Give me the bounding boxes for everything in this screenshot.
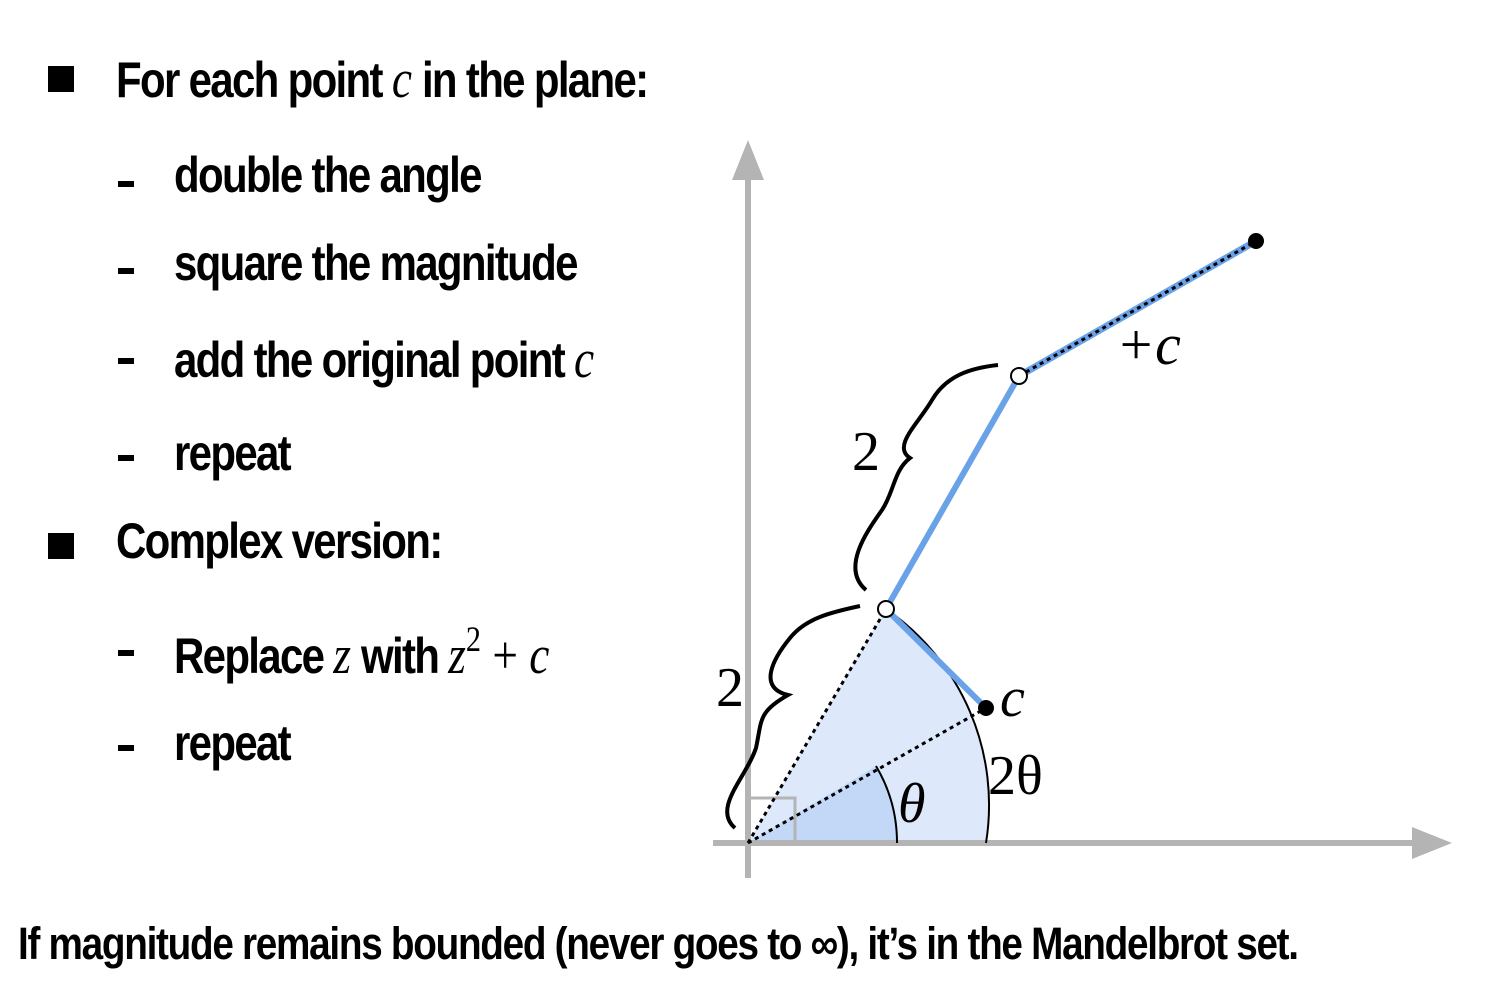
bullet-square-1 — [48, 66, 74, 92]
point-z-squared-1 — [877, 600, 895, 618]
bullet-square-2 — [48, 533, 74, 559]
angle-theta-wedge — [748, 766, 898, 843]
label-theta: θ — [898, 773, 926, 835]
radius-to-z-squared — [746, 608, 888, 844]
brace-lower-magnitude — [725, 604, 861, 830]
angle-2theta-arc — [885, 608, 991, 844]
segment-first-to-second — [883, 374, 1022, 611]
segment-plus-c-dotted — [1018, 239, 1257, 378]
label-magnitude-lower: 2 — [716, 657, 744, 719]
label-2theta: 2θ — [988, 745, 1043, 807]
dash-4 — [118, 455, 134, 461]
label-c: c — [1000, 667, 1025, 729]
brace-upper-magnitude — [853, 363, 999, 592]
radius-to-c — [747, 706, 987, 845]
point-result — [1248, 233, 1264, 249]
segment-c-to-first — [883, 606, 989, 711]
dash-3 — [118, 358, 134, 364]
bullet-for-each-point: For each point c in the plane: — [116, 49, 649, 109]
dash-5 — [118, 650, 134, 656]
step-square-magnitude: square the magnitude — [174, 235, 578, 291]
dash-6 — [118, 745, 134, 751]
bullet-complex-version: Complex version: — [116, 513, 443, 569]
y-axis-arrowhead — [732, 140, 764, 180]
point-c — [978, 700, 994, 716]
point-z-squared-2 — [1010, 367, 1028, 385]
dash-1 — [118, 181, 134, 187]
step-replace-z: Replace z with z2 + c — [174, 619, 550, 685]
step-double-angle: double the angle — [174, 147, 482, 203]
footer-statement: If magnitude remains bounded (never goes… — [18, 918, 1299, 969]
angle-theta-arc — [875, 765, 899, 844]
dash-2 — [118, 268, 134, 274]
label-plus-c: +c — [1116, 312, 1181, 377]
angle-2theta-wedge — [748, 609, 990, 843]
label-magnitude-upper: 2 — [852, 421, 880, 483]
step-repeat-1: repeat — [174, 425, 292, 481]
x-axis-arrowhead — [1412, 827, 1452, 859]
step-repeat-2: repeat — [174, 715, 292, 771]
right-angle-marker — [746, 796, 797, 845]
step-add-original-point: add the original point c — [174, 329, 595, 389]
